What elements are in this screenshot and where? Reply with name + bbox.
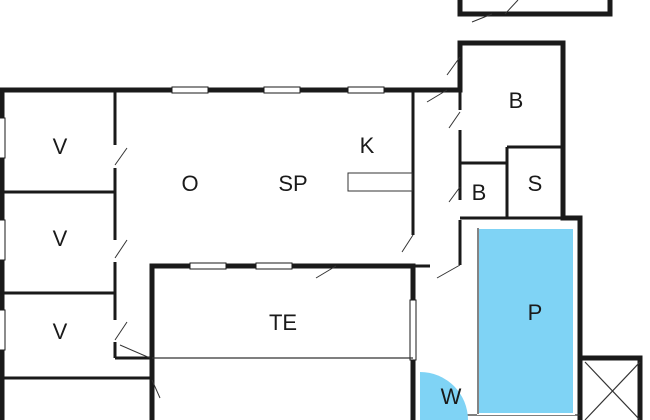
doors	[114, 56, 461, 399]
top-structure	[457, 0, 613, 23]
room-label-k: K	[360, 133, 375, 158]
kitchen-counter	[347, 172, 413, 192]
spa	[420, 372, 468, 420]
interior-walls	[2, 90, 580, 416]
room-label-v3: V	[53, 319, 68, 344]
stair-box	[584, 361, 641, 420]
room-label-o: O	[181, 171, 198, 196]
room-label-s: S	[528, 171, 543, 196]
room-label-v2: V	[53, 226, 68, 251]
room-label-w: W	[441, 384, 462, 409]
room-label-b-top: B	[509, 88, 524, 113]
room-label-b-small: B	[472, 180, 487, 205]
room-label-sp: SP	[278, 171, 307, 196]
room-label-p: P	[528, 300, 543, 325]
windows	[0, 86, 417, 361]
room-label-v1: V	[53, 134, 68, 159]
pool	[477, 227, 575, 415]
room-label-te: TE	[269, 310, 297, 335]
